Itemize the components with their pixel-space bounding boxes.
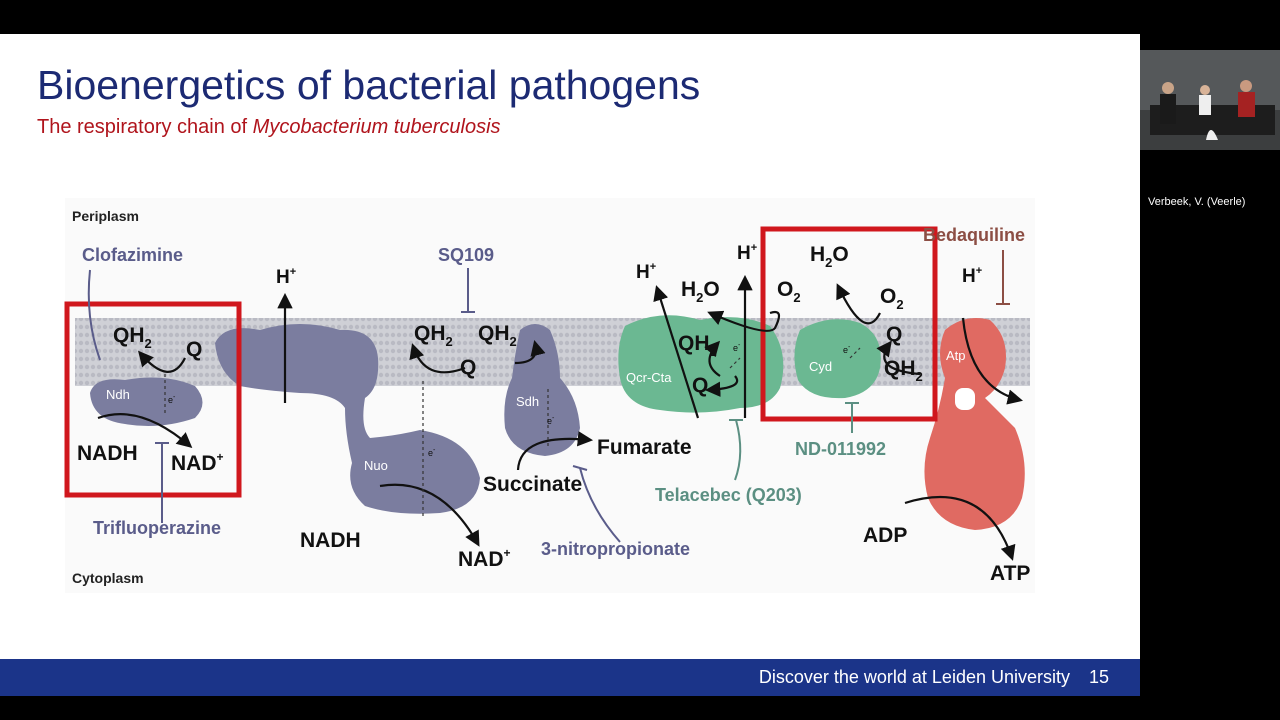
qcr-hplus-2: H+ — [737, 242, 757, 264]
cytoplasm-label: Cytoplasm — [72, 570, 144, 586]
shared-q: Q — [460, 356, 476, 379]
qcr-electron: e- — [733, 342, 741, 353]
cyd-q: Q — [886, 323, 902, 346]
ndh-q: Q — [186, 338, 202, 361]
subtitle-text: The respiratory chain of — [37, 116, 253, 138]
cyd-qh2: QH2 — [884, 357, 923, 384]
ndh-label: Ndh — [106, 387, 130, 402]
trifluoperazine-label: Trifluoperazine — [93, 518, 221, 538]
video-feed — [1140, 50, 1280, 150]
nuo-nad: NAD+ — [458, 546, 511, 571]
respiratory-chain-diagram: Periplasm Cytoplasm Ndh Nuo Sdh Qcr-Cta … — [64, 198, 1035, 593]
participant-name: Verbeek, V. (Veerle) — [1148, 196, 1246, 208]
periplasm-label: Periplasm — [72, 208, 139, 224]
fumarate-label: Fumarate — [597, 436, 692, 459]
slide-title: Bioenergetics of bacterial pathogens — [37, 62, 701, 108]
slide-footer: Discover the world at Leiden University … — [0, 659, 1140, 696]
atp-pore — [955, 388, 975, 410]
cyd-o2: O2 — [880, 285, 904, 312]
qcr-hplus-1: H+ — [636, 261, 656, 283]
qcr-q: Q — [692, 374, 708, 397]
nuo-hplus: H+ — [276, 266, 296, 288]
nuo-qh2: QH2 — [414, 322, 453, 349]
atp-hplus: H+ — [962, 265, 982, 287]
nuo-label: Nuo — [364, 458, 388, 473]
page-number: 15 — [1088, 667, 1109, 687]
nuo-complex — [215, 324, 480, 514]
nuo-electron: e- — [428, 447, 436, 458]
subtitle-organism: Mycobacterium tuberculosis — [252, 116, 501, 138]
bedaquiline-label: Bedaquiline — [923, 225, 1025, 245]
atp-product-label: ATP — [990, 562, 1030, 585]
ndh-electron: e- — [168, 394, 176, 405]
inhibitor-lines-green — [729, 402, 859, 481]
qcr-h2o: H2O — [681, 278, 720, 305]
ndh-nadh: NADH — [77, 442, 138, 465]
cyd-highlight-box — [760, 226, 938, 422]
atp-label: Atp — [946, 348, 966, 363]
participant-video-thumbnail[interactable] — [1140, 50, 1280, 150]
reaction-arrows — [97, 274, 1023, 561]
sdh-complex — [504, 324, 580, 456]
sdh-qh2: QH2 — [478, 322, 517, 349]
sdh-electron: e- — [547, 415, 555, 426]
inhibitor-lines — [87, 268, 621, 543]
sq109-label: SQ109 — [438, 245, 494, 265]
adp-label: ADP — [863, 524, 907, 547]
bedaquiline-line — [996, 250, 1010, 305]
telacebec-label: Telacebec (Q203) — [655, 485, 802, 505]
clofazimine-label: Clofazimine — [82, 245, 183, 265]
qcr-cta-label: Qcr-Cta — [626, 370, 672, 385]
nitropropionate-label: 3-nitropropionate — [541, 539, 690, 559]
ndh-highlight-box — [64, 301, 242, 498]
ndh-qh2: QH2 — [113, 324, 152, 351]
nuo-nadh: NADH — [300, 529, 361, 552]
qcr-cta-complex — [618, 315, 784, 413]
qcr-o2: O2 — [777, 278, 801, 305]
atp-synthase-complex — [924, 317, 1025, 530]
sdh-label: Sdh — [516, 394, 539, 409]
slide: Bioenergetics of bacterial pathogens The… — [0, 34, 1140, 696]
electron-paths — [164, 347, 861, 516]
qcr-qh2: QH2 — [678, 332, 717, 359]
species-labels: QH2 Q NADH NAD+ e- H+ NADH NAD+ QH2 Q e-… — [77, 242, 1030, 585]
slide-subtitle: The respiratory chain of Mycobacterium t… — [37, 116, 501, 139]
succinate-label: Succinate — [483, 473, 582, 496]
cyd-h2o: H2O — [810, 243, 849, 270]
cyd-label: Cyd — [809, 359, 832, 374]
footer-text: Discover the world at Leiden University — [758, 667, 1070, 687]
ndh-nad: NAD+ — [171, 450, 224, 475]
cyd-electron: e- — [843, 344, 851, 355]
cyd-complex — [794, 319, 881, 399]
nd011992-label: ND-011992 — [795, 439, 886, 459]
